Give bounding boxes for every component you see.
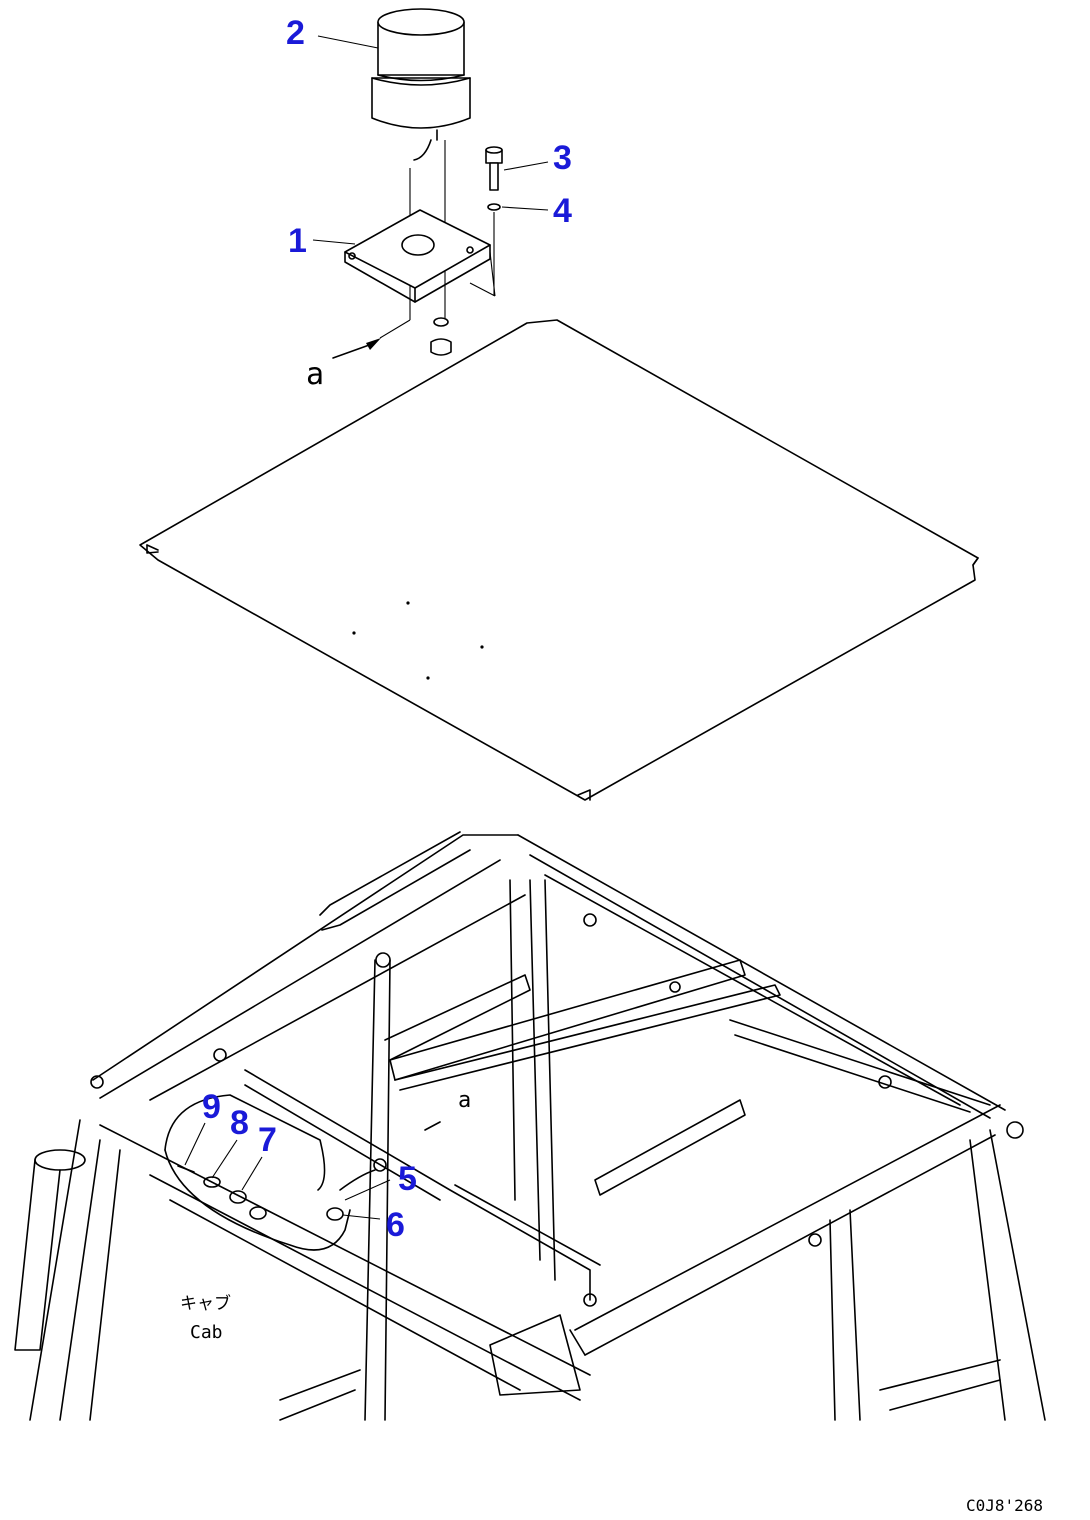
mounting-bracket — [344, 209, 496, 303]
callout-1: 1 — [288, 222, 307, 260]
cab-label-japanese: キャブ — [180, 1294, 231, 1314]
nut-grommet — [430, 317, 452, 356]
drawing-code: C0J8'268 — [966, 1496, 1044, 1515]
callout-8: 8 — [230, 1104, 249, 1142]
leader-lines — [184, 35, 549, 1220]
washer — [487, 203, 501, 296]
beacon-lamp — [371, 8, 471, 141]
callout-7: 7 — [258, 1121, 277, 1159]
cab-label-english: Cab — [190, 1322, 223, 1343]
cab-frame — [14, 831, 1046, 1421]
callout-9: 9 — [202, 1088, 221, 1126]
detail-label-a-cab: a — [458, 1088, 472, 1113]
callout-3: 3 — [553, 139, 572, 177]
bolt — [485, 146, 503, 191]
callout-4: 4 — [553, 192, 572, 230]
callout-5: 5 — [398, 1160, 417, 1198]
detail-arrow-a — [332, 338, 381, 359]
callout-2: 2 — [286, 14, 305, 52]
callout-6: 6 — [386, 1206, 405, 1244]
detail-label-a: a — [306, 357, 325, 392]
roof-plate — [139, 319, 979, 801]
wire-harness — [164, 1094, 441, 1251]
